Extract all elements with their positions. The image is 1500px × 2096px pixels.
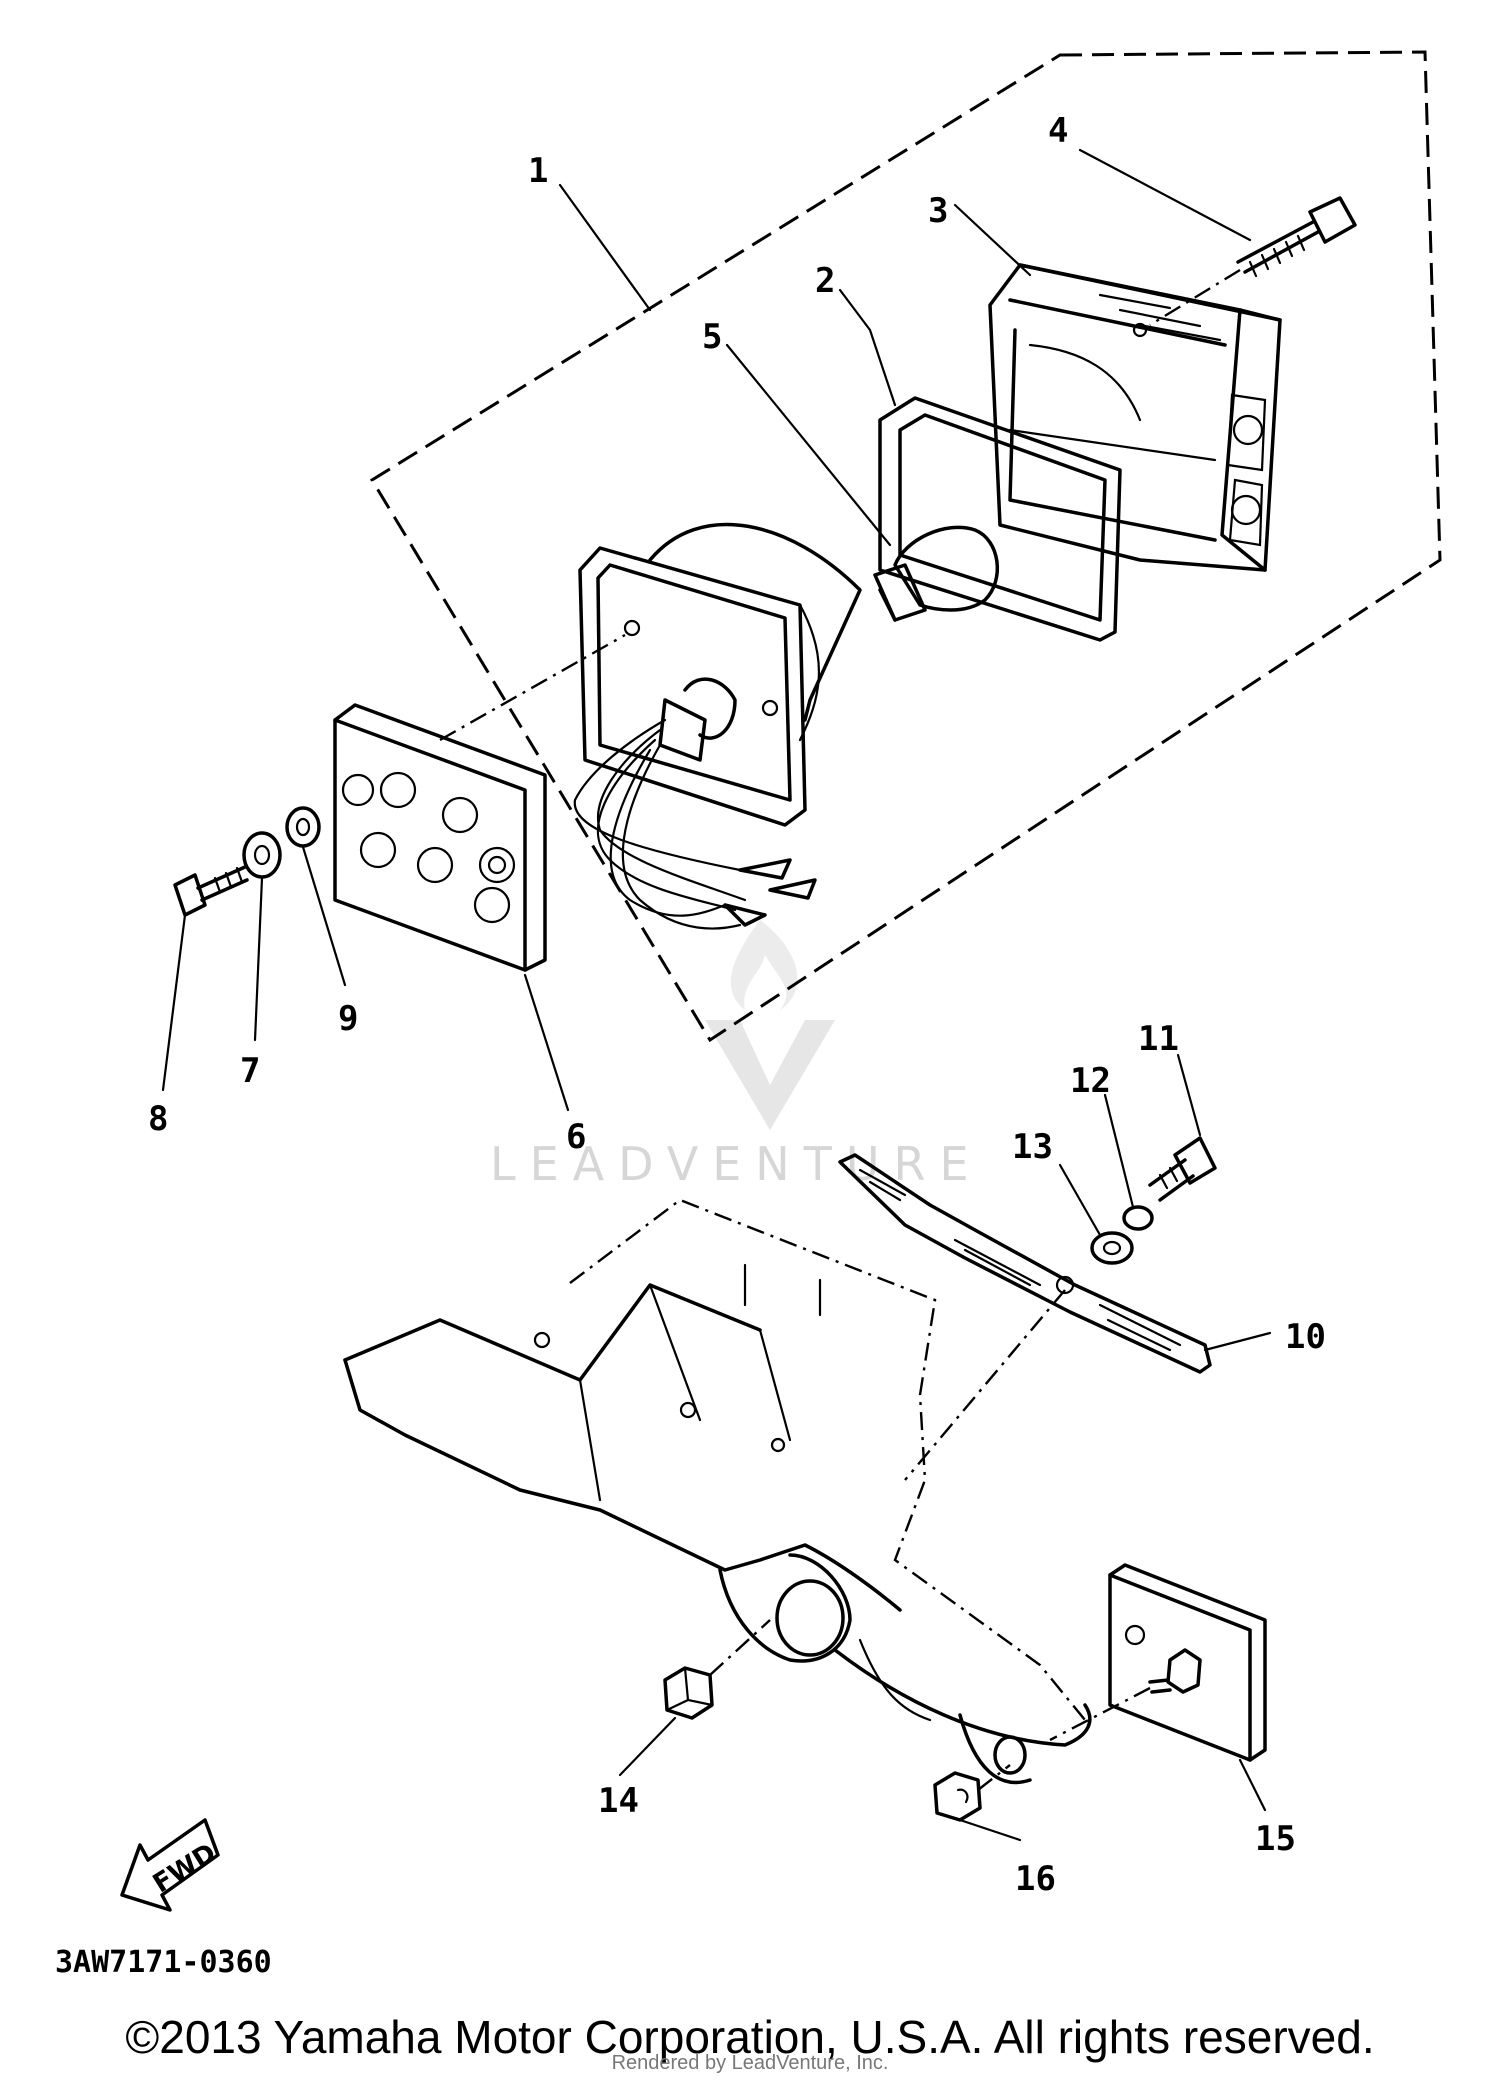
part-4-screw: [1149, 196, 1357, 327]
callout-9: 9: [338, 999, 358, 1039]
fwd-label: FWD: [148, 1838, 222, 1899]
part-9-collar: [285, 806, 321, 848]
part-3-lens-housing: [988, 263, 1282, 572]
part-12-washer: [1122, 1205, 1154, 1231]
callout-labels: 1 2 3 4 5 6 7 8 9 10 11 12 13 14 15 16: [148, 111, 1326, 1899]
part-7-washer: [242, 831, 282, 879]
forward-direction-indicator: FWD: [120, 1818, 222, 1912]
diagram-part-code: 3AW7171-0360: [55, 1945, 272, 1980]
callout-13: 13: [1012, 1127, 1053, 1167]
watermark: LEADVENTURE: [490, 920, 983, 1191]
leader-lines: [161, 148, 1272, 1842]
part-8-bolt: [173, 865, 249, 917]
callout-5: 5: [702, 317, 722, 357]
part-16-nut: [933, 1764, 1011, 1822]
callout-2: 2: [815, 261, 835, 301]
part-10-strap: [838, 1153, 1212, 1481]
part-6-plate-bracket: [333, 633, 626, 972]
part-5-bulb: [873, 525, 1000, 622]
watermark-text: LEADVENTURE: [490, 1137, 983, 1191]
rendered-by-credit: Rendered by LeadVenture, Inc.: [611, 2052, 889, 2074]
callout-15: 15: [1255, 1819, 1296, 1859]
callout-12: 12: [1070, 1061, 1111, 1101]
callout-4: 4: [1048, 111, 1068, 151]
callout-10: 10: [1285, 1317, 1326, 1357]
part-14-nut: [663, 1619, 771, 1720]
copyright-notice: ©2013 Yamaha Motor Corporation, U.S.A. A…: [125, 2011, 1375, 2063]
watermark-logo-icon: [705, 1020, 835, 1130]
part-2-gasket: [878, 396, 1122, 642]
callout-8: 8: [148, 1099, 168, 1139]
callout-14: 14: [598, 1781, 639, 1821]
callout-1: 1: [528, 151, 548, 191]
callout-11: 11: [1138, 1019, 1179, 1059]
watermark-flame-icon: [730, 920, 798, 1010]
part-15-reflector: [1049, 1563, 1267, 1762]
part-1-lamp-base: [573, 522, 862, 930]
callout-3: 3: [928, 191, 948, 231]
part-13-washer: [1090, 1231, 1134, 1265]
callout-16: 16: [1015, 1859, 1056, 1899]
callout-6: 6: [566, 1117, 586, 1157]
assembly-boundary: [369, 50, 1442, 1043]
callout-7: 7: [240, 1051, 260, 1091]
fender-bracket: [343, 1198, 1092, 1785]
part-11-bolt: [1148, 1136, 1217, 1202]
fwd-arrow-icon: [120, 1818, 220, 1912]
